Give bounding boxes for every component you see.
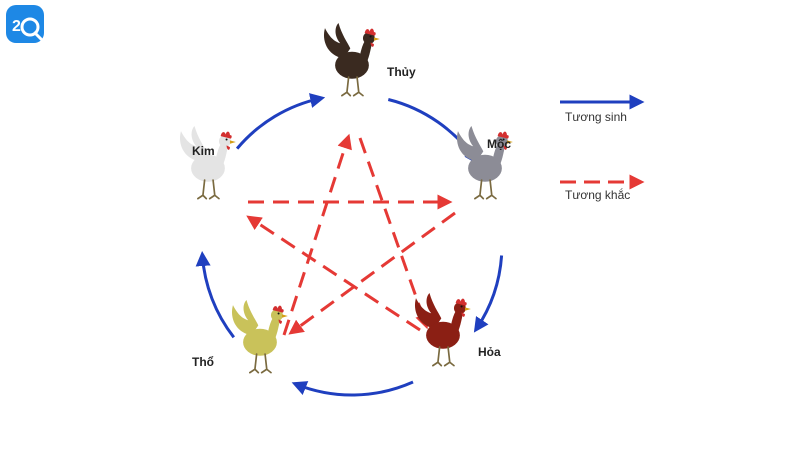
rooster-icon	[323, 23, 381, 97]
node-thuy: Thủy	[323, 23, 416, 97]
overcoming-arrow-moc-tho	[288, 211, 456, 335]
logo-icon: 2	[6, 5, 44, 43]
node-moc: Mộc	[456, 126, 514, 200]
overcoming-star	[246, 133, 456, 336]
rooster-icon	[414, 293, 472, 367]
legend-generating-label: Tương sinh	[565, 110, 627, 124]
legend-overcoming-label: Tương khắc	[565, 187, 630, 202]
node-label-hoa: Hỏa	[478, 345, 501, 359]
generating-arrow-tho-kim	[195, 251, 235, 339]
overcoming-arrow-thuy-hoa	[358, 137, 430, 330]
rooster-icon	[231, 300, 289, 374]
node-label-thuy: Thủy	[387, 65, 416, 79]
node-label-moc: Mộc	[487, 137, 511, 151]
generating-arrow-kim-thuy	[235, 93, 326, 150]
node-tho: Thổ	[192, 300, 289, 374]
node-kim: Kim	[179, 126, 237, 200]
legend: Tương sinh Tương khắc	[560, 94, 645, 202]
generating-arrow-moc-hoa	[473, 255, 504, 333]
generating-arrow-hoa-tho	[291, 380, 414, 397]
overcoming-arrow-hoa-kim	[246, 215, 421, 332]
node-hoa: Hỏa	[414, 293, 501, 367]
overcoming-arrow-tho-thuy	[282, 133, 352, 336]
svg-text:2: 2	[12, 18, 21, 35]
rooster-icon	[179, 126, 237, 200]
node-label-kim: Kim	[192, 144, 215, 158]
node-label-tho: Thổ	[192, 355, 214, 369]
